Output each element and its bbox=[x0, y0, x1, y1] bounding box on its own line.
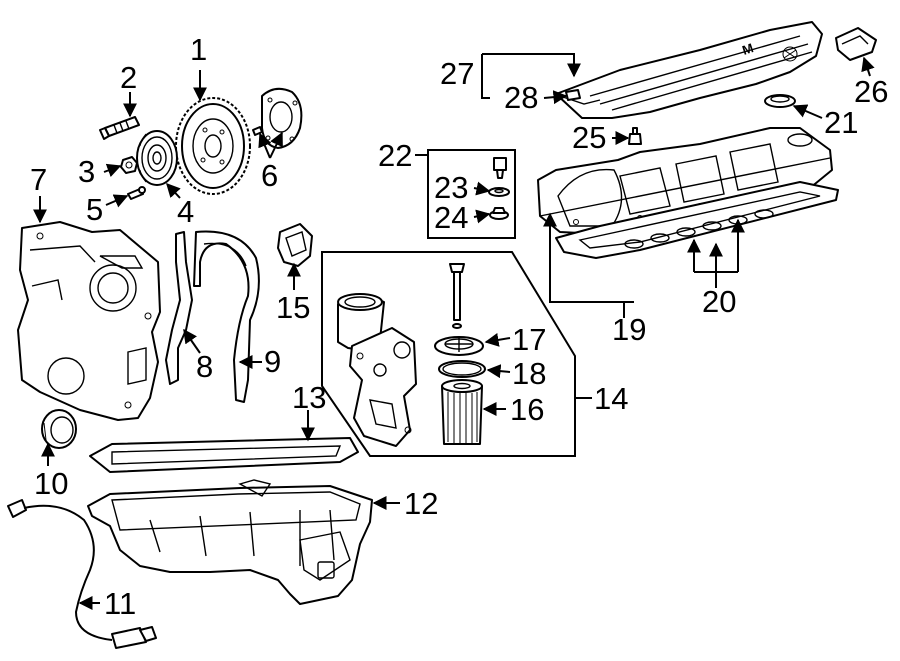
oil-pan-gasket-part bbox=[89, 437, 359, 473]
callout-11: 11 bbox=[104, 586, 136, 621]
valve-cover-gasket-part bbox=[555, 181, 839, 259]
filter-housing-bolt-part bbox=[449, 263, 465, 329]
seal-kit-box bbox=[427, 149, 516, 239]
oil-level-sensor-part bbox=[7, 499, 157, 649]
callout-1: 1 bbox=[190, 32, 207, 67]
oil-filler-cap-part bbox=[835, 27, 877, 61]
filler-seal-part bbox=[764, 94, 796, 108]
callout-12: 12 bbox=[404, 486, 438, 521]
callout-25: 25 bbox=[572, 120, 606, 155]
spacer-sleeve-part bbox=[489, 207, 509, 220]
cover-lettering: M bbox=[740, 39, 758, 58]
callout-3: 3 bbox=[78, 154, 95, 189]
callout-4: 4 bbox=[177, 194, 194, 229]
filter-cap-part bbox=[434, 336, 484, 356]
cover-stud-part bbox=[628, 127, 642, 145]
callout-24: 24 bbox=[434, 200, 468, 235]
oil-filter-assembly-box bbox=[321, 251, 576, 457]
crankcase-vent-part bbox=[277, 223, 313, 267]
cover-plate-part bbox=[252, 87, 303, 149]
callout-28: 28 bbox=[504, 80, 538, 115]
callout-27: 27 bbox=[440, 56, 474, 91]
hex-nut-part bbox=[120, 156, 138, 174]
callout-22: 22 bbox=[378, 138, 412, 173]
timing-cover-gasket-part bbox=[165, 231, 193, 385]
callout-17: 17 bbox=[512, 322, 546, 357]
engine-cover-part: M bbox=[555, 21, 823, 119]
callout-7: 7 bbox=[30, 162, 47, 197]
callout-16: 16 bbox=[510, 392, 544, 427]
callout-15: 15 bbox=[276, 290, 310, 325]
cover-bolt-part bbox=[493, 157, 507, 179]
callout-labels: 1 2 3 4 5 6 7 8 9 10 11 12 13 14 15 16 1… bbox=[30, 32, 888, 621]
cover-clip-part bbox=[565, 89, 581, 101]
callout-19: 19 bbox=[612, 312, 646, 347]
callout-13: 13 bbox=[292, 380, 326, 415]
rubber-grommet-part bbox=[488, 187, 510, 197]
oil-pan-part bbox=[87, 479, 373, 605]
callout-26: 26 bbox=[854, 74, 888, 109]
vibration-damper-part bbox=[175, 97, 251, 195]
callout-21: 21 bbox=[824, 105, 858, 140]
callout-20: 20 bbox=[702, 284, 736, 319]
small-bolt-part bbox=[127, 186, 146, 200]
front-seal-part bbox=[41, 409, 77, 449]
callout-2: 2 bbox=[120, 60, 137, 95]
callout-6: 6 bbox=[261, 158, 278, 193]
callout-10: 10 bbox=[34, 466, 68, 501]
callout-9: 9 bbox=[264, 344, 281, 379]
oil-filter-element-part bbox=[441, 379, 483, 445]
crank-bolt-part bbox=[99, 116, 140, 140]
callout-14: 14 bbox=[594, 381, 628, 416]
crankshaft-pulley-part bbox=[136, 130, 178, 186]
leader-lines bbox=[33, 53, 875, 610]
callout-8: 8 bbox=[196, 349, 213, 384]
filter-o-ring-part bbox=[438, 360, 486, 378]
callout-23: 23 bbox=[434, 170, 468, 205]
oil-filter-housing-part bbox=[337, 293, 417, 447]
callout-5: 5 bbox=[86, 192, 103, 227]
callout-18: 18 bbox=[512, 356, 546, 391]
timing-cover-part bbox=[17, 221, 161, 421]
